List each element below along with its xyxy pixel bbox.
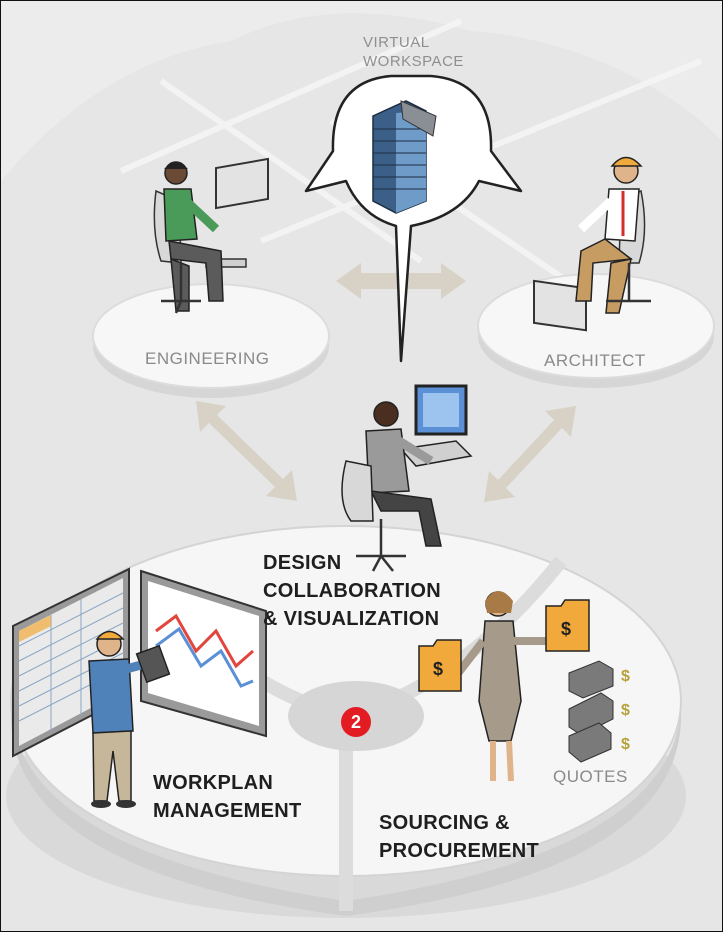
engineering-platform <box>92 283 330 398</box>
sourcing-label: SOURCING & PROCUREMENT <box>379 809 539 865</box>
design-line-1: DESIGN <box>263 552 342 574</box>
money-folder-icon: $ <box>545 599 590 652</box>
engineering-label: ENGINEERING <box>145 349 270 368</box>
quote-dollar-1: $ <box>621 668 630 685</box>
architect-person-icon <box>533 156 651 332</box>
sourcing-line-2: PROCUREMENT <box>379 840 539 862</box>
quote-dollar-2: $ <box>621 702 630 719</box>
virtual-workspace-line-2: WORKSPACE <box>363 53 464 70</box>
workplan-label: WORKPLAN MANAGEMENT <box>153 769 302 825</box>
building-icon <box>372 100 437 214</box>
buyer-person-icon <box>452 591 546 782</box>
architect-label: ARCHITECT <box>544 351 646 370</box>
double-arrow-left <box>196 401 297 501</box>
engineer-person-icon <box>153 157 269 314</box>
line-chart-board-icon <box>140 569 267 738</box>
pipe-icon <box>568 722 612 763</box>
double-arrow-right <box>484 406 576 502</box>
truck-icon <box>568 660 614 699</box>
money-folder-icon: $ <box>418 639 462 692</box>
workplan-line-1: WORKPLAN <box>153 772 274 794</box>
design-label: DESIGN COLLABORATION & VISUALIZATION <box>263 549 441 633</box>
design-line-2: COLLABORATION <box>263 580 441 602</box>
designer-person-icon <box>341 384 473 572</box>
step-number-badge: 2 <box>341 707 371 737</box>
virtual-workspace-bubble <box>304 74 523 363</box>
virtual-workspace-line-1: VIRTUAL <box>363 34 430 51</box>
sourcing-line-1: SOURCING & <box>379 812 510 834</box>
virtual-workspace-label: VIRTUAL WORKSPACE <box>363 33 464 71</box>
workplan-line-2: MANAGEMENT <box>153 800 302 822</box>
manager-person-icon <box>88 630 171 808</box>
trailer-icon <box>568 692 614 736</box>
quotes-label: QUOTES <box>553 767 628 786</box>
quote-dollar-3: $ <box>621 736 630 753</box>
folder-dollar-2: $ <box>561 619 571 639</box>
design-line-3: & VISUALIZATION <box>263 608 440 630</box>
folder-dollar-1: $ <box>433 659 443 679</box>
